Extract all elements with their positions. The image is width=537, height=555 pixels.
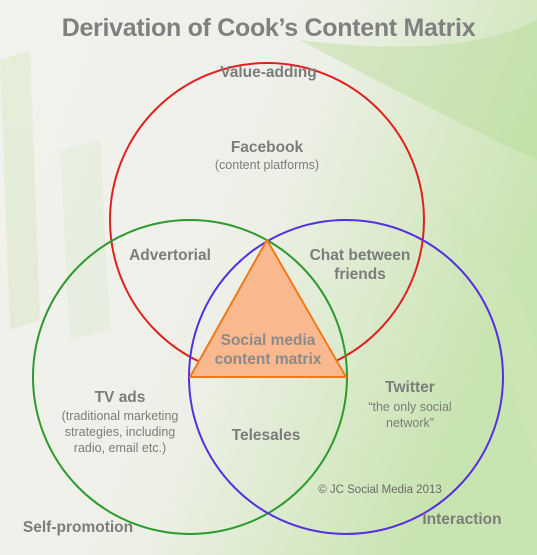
label-value-adding: Value-adding <box>220 64 317 81</box>
region-tv-ads-line2: strategies, including <box>64 425 176 439</box>
region-twitter-line1: “the only social <box>368 400 452 414</box>
region-chat-line1: Chat between <box>309 247 411 264</box>
region-chat-line2: friends <box>334 266 386 283</box>
label-self-promotion: Self-promotion <box>22 519 134 536</box>
region-facebook-title: Facebook <box>230 139 304 156</box>
region-tv-ads-title: TV ads <box>94 389 146 406</box>
region-advertorial: Advertorial <box>129 247 211 264</box>
center-triangle <box>189 239 347 378</box>
region-twitter-title: Twitter <box>385 379 435 396</box>
region-tv-ads-line1: (traditional marketing <box>61 409 179 423</box>
diagram-title: Derivation of Cook’s Content Matrix <box>61 14 476 42</box>
copyright-text: © JC Social Media 2013 <box>318 484 442 496</box>
label-interaction: Interaction <box>422 511 502 528</box>
region-twitter-line2: network” <box>386 416 434 430</box>
region-center-line2: content matrix <box>214 351 322 368</box>
background-decoration <box>0 20 537 470</box>
region-tv-ads-line3: radio, email etc.) <box>73 441 167 455</box>
region-facebook-subtitle: (content platforms) <box>214 158 320 172</box>
region-telesales: Telesales <box>231 427 301 444</box>
region-center-line1: Social media <box>220 332 316 349</box>
